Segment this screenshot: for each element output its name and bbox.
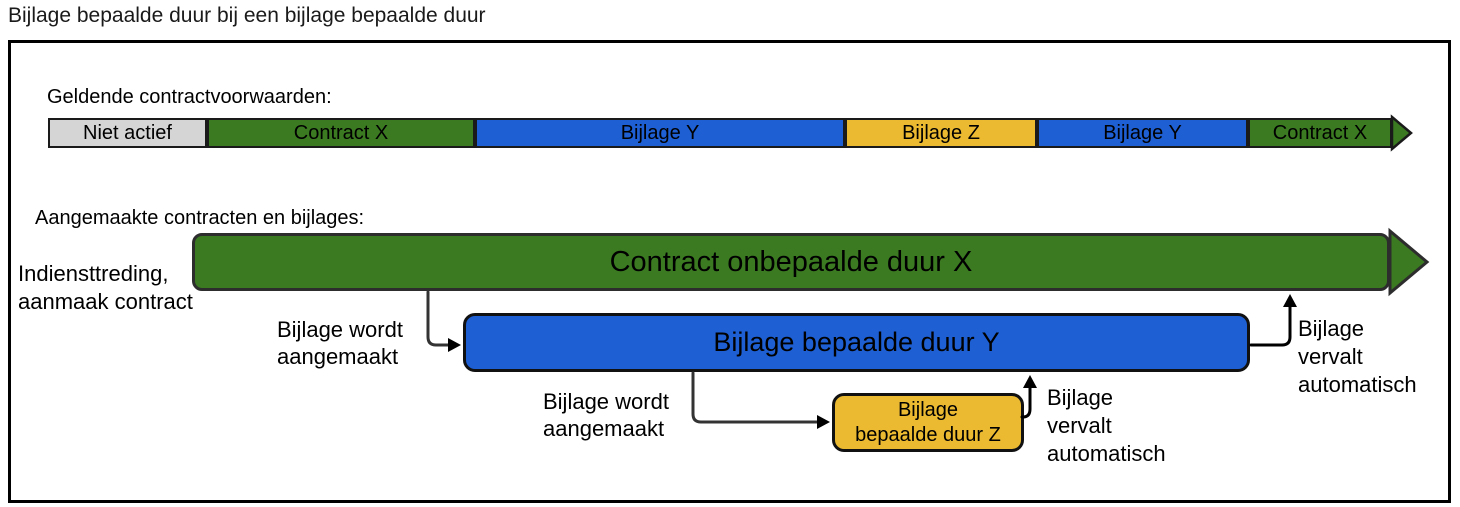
note-indiensttreding: Indiensttreding, aanmaak contract <box>18 260 193 316</box>
contract-onbepaalde-duur-x-bar: Contract onbepaalde duur X <box>192 233 1390 291</box>
conditions-heading: Geldende contractvoorwaarden: <box>47 86 332 108</box>
note-line: Bijlage <box>1298 316 1365 341</box>
note-line: vervalt <box>1298 344 1363 369</box>
note-line: vervalt <box>1047 413 1112 438</box>
timeline-segment-niet-actief: Niet actief <box>48 118 207 148</box>
note-line: aangemaakt <box>277 344 399 369</box>
created-heading: Aangemaakte contracten en bijlages: <box>35 207 365 229</box>
note-bijlage-wordt-aangemaakt-1: Bijlage wordt aangemaakt <box>277 316 403 370</box>
bijlage-bepaalde-duur-y-box: Bijlage bepaalde duur Y <box>463 313 1250 372</box>
bijlage-z-line2: bepaalde duur Z <box>855 423 1001 446</box>
note-line: Bijlage <box>1047 385 1114 410</box>
note-bijlage-wordt-aangemaakt-2: Bijlage wordt aangemaakt <box>543 388 669 442</box>
note-line: aanmaak contract <box>18 289 193 314</box>
bijlage-z-line1: Bijlage <box>897 398 959 421</box>
bijlage-bepaalde-duur-z-box: Bijlage bepaalde duur Z <box>832 393 1024 452</box>
diagram-frame <box>8 40 1451 503</box>
timeline-segment-contract-x-2: Contract X <box>1248 118 1392 148</box>
note-line: automatisch <box>1047 441 1166 466</box>
note-line: aangemaakt <box>543 416 665 441</box>
note-bijlage-vervalt-automatisch-2: Bijlage vervalt automatisch <box>1047 384 1166 468</box>
timeline-segment-bijlage-z: Bijlage Z <box>845 118 1037 148</box>
timeline-segment-contract-x-1: Contract X <box>207 118 475 148</box>
note-line: automatisch <box>1298 372 1417 397</box>
timeline-segment-bijlage-y-1: Bijlage Y <box>475 118 845 148</box>
note-line: Indiensttreding, <box>18 261 169 286</box>
note-line: Bijlage wordt <box>277 317 403 342</box>
note-bijlage-vervalt-automatisch-1: Bijlage vervalt automatisch <box>1298 315 1417 399</box>
page-title: Bijlage bepaalde duur bij een bijlage be… <box>8 4 486 27</box>
timeline-segment-bijlage-y-2: Bijlage Y <box>1037 118 1248 148</box>
note-line: Bijlage wordt <box>543 389 669 414</box>
